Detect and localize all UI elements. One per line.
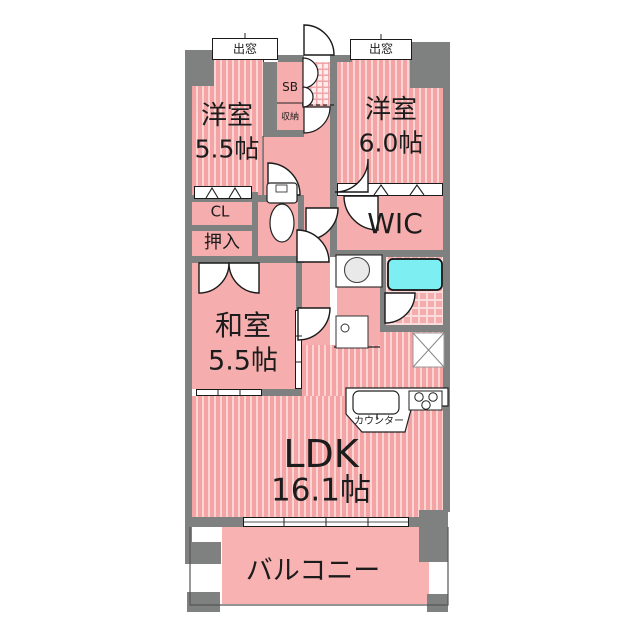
- door-arc-washroom: [296, 229, 330, 263]
- bay-window-right: [350, 39, 412, 60]
- wall-cl-right: [252, 192, 258, 263]
- door-arc-wic: [343, 195, 379, 231]
- bathtub-icon: [387, 258, 443, 291]
- shoebox-column: [277, 62, 304, 136]
- wall-left: [185, 50, 192, 547]
- wall-bath-left: [380, 257, 386, 325]
- washbasin-bowl-icon: [343, 256, 371, 284]
- room-ldk-size: 16.1帖: [270, 472, 372, 509]
- wall-top-seg1: [278, 55, 304, 62]
- wall-bath-bottom: [380, 325, 443, 332]
- room-wic-label: WIC: [367, 207, 423, 240]
- wall-right: [443, 42, 450, 512]
- folding-triangle-cl-2: [228, 186, 242, 199]
- hall-storage-label: 収納: [280, 112, 300, 123]
- room-ldk-name: LDK: [283, 432, 359, 476]
- toilet-tank-icon: [266, 182, 298, 204]
- pillar-balcony-left2: [187, 592, 220, 612]
- stove-burner-2: [428, 392, 438, 402]
- toilet-bowl-icon: [269, 203, 295, 243]
- wall-corner-topleft: [185, 50, 214, 86]
- washing-machine-pan-icon: [335, 315, 369, 349]
- kitchen-sink-icon: [352, 390, 400, 415]
- wall-oshiire-bottom: [192, 256, 304, 263]
- washing-machine-drain-icon: [340, 323, 350, 333]
- room-japanese-size: 5.5帖: [208, 345, 278, 377]
- closet-cl-label: CL: [210, 202, 230, 221]
- closet-cl-floor: [192, 199, 252, 225]
- wall-ldk-bottom-left: [192, 517, 243, 527]
- folding-triangle-cl-1: [205, 186, 219, 199]
- stove-burner-1: [414, 392, 424, 402]
- shoebox-label: SB: [282, 80, 298, 94]
- folding-triangle-wic-2: [409, 184, 425, 196]
- door-arc-oshiire-left: [198, 262, 230, 294]
- stove-burner-3: [421, 400, 431, 410]
- door-arc-bathroom: [384, 292, 416, 324]
- door-arc-hall-ldk: [297, 307, 331, 341]
- wall-cl-divider: [192, 225, 252, 231]
- japanese-sliding-door-bottom: [196, 389, 262, 396]
- balcony-floor: [222, 527, 429, 604]
- door-arc-shoebox-upper: [302, 57, 319, 89]
- wall-japanese-right: [296, 263, 302, 310]
- wall-corner-topright: [410, 42, 446, 88]
- folding-triangle-wic-1: [373, 184, 389, 196]
- room-japanese-name: 和室: [214, 309, 272, 342]
- toilet-button-icon: [275, 184, 288, 193]
- door-arc-entrance: [303, 24, 335, 56]
- door-arc-hall-storage: [303, 106, 331, 134]
- closet-oshiire-floor: [192, 231, 252, 256]
- wall-top-seg2: [330, 55, 352, 62]
- wall-toilet-right: [298, 202, 304, 256]
- wall-sb-bottom: [263, 130, 304, 137]
- balcony-label: バルコニー: [245, 555, 381, 587]
- room-western2-size: 6.0帖: [358, 128, 424, 158]
- bay-window-left-label: 出窓: [232, 42, 258, 56]
- pillar-balcony-left: [185, 542, 221, 564]
- wall-wic-bottom: [330, 250, 443, 257]
- refrigerator-x-2: [412, 332, 445, 368]
- room-western1-size: 5.5帖: [194, 134, 260, 164]
- balcony-outline: [189, 527, 449, 606]
- room-western2-name: 洋室: [364, 95, 418, 125]
- pillar-balcony-right2: [427, 594, 448, 612]
- wall-hall-right: [330, 55, 337, 250]
- bay-window-left: [212, 38, 278, 60]
- counter-label: カウンター: [354, 416, 404, 427]
- pillar-balcony-right: [419, 510, 448, 562]
- oshiire-label: 押入: [204, 232, 240, 253]
- wall-japanese-corner: [262, 389, 302, 396]
- wall-sb-left: [263, 62, 277, 136]
- door-arc-western2: [334, 158, 369, 193]
- door-arc-shoebox-lower: [302, 86, 314, 108]
- door-arc-oshiire-right: [228, 262, 260, 294]
- bay-window-right-label: 出窓: [368, 42, 394, 56]
- room-western1-name: 洋室: [200, 101, 254, 131]
